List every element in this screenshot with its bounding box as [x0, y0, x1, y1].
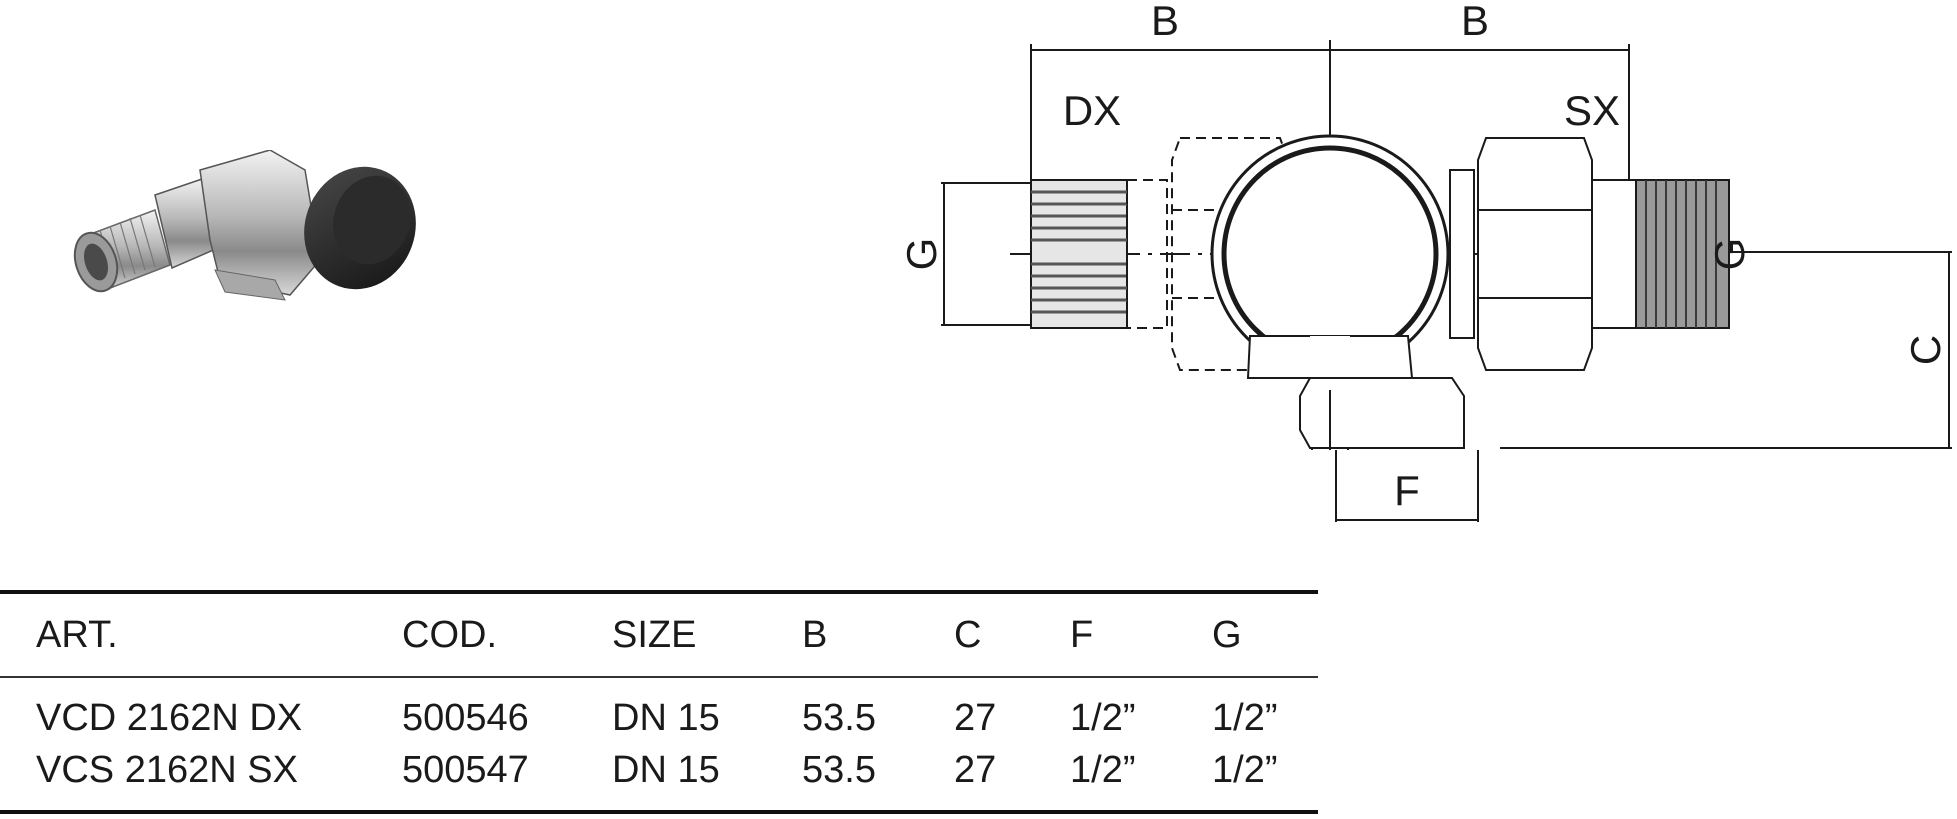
table-header-rule [0, 676, 1318, 678]
table-cell: 1/2” [1212, 749, 1278, 791]
dim-label-b-left: B [1151, 0, 1179, 44]
table-cell: DN 15 [612, 697, 720, 739]
table-bottom-rule [0, 810, 1318, 814]
technical-drawing: B B DX SX G G C F [898, 0, 1952, 522]
table-cell: VCD 2162N DX [36, 697, 303, 739]
label-sx: SX [1564, 87, 1620, 134]
header-g: G [1212, 614, 1242, 656]
header-cod: COD. [402, 614, 497, 656]
dim-label-c: C [1902, 335, 1949, 365]
header-f: F [1070, 614, 1094, 656]
table-cell: 1/2” [1070, 697, 1136, 739]
table-top-rule [0, 590, 1318, 594]
table-cell: 1/2” [1070, 749, 1136, 791]
table-cell: 53.5 [802, 749, 876, 791]
table-cell: 27 [954, 749, 997, 791]
table-cell: VCS 2162N SX [36, 749, 298, 791]
table-cell: 53.5 [802, 697, 876, 739]
label-dx: DX [1063, 87, 1121, 134]
header-b: B [802, 614, 828, 656]
table-cell: 500546 [402, 697, 529, 739]
header-size: SIZE [612, 614, 697, 656]
valve-product-photo [73, 150, 416, 301]
table-cell: 27 [954, 697, 997, 739]
header-c: C [954, 614, 982, 656]
dim-label-g-right: G [1706, 238, 1753, 271]
header-art: ART. [36, 614, 118, 656]
dim-label-b-right: B [1461, 0, 1489, 44]
table-cell: DN 15 [612, 749, 720, 791]
table-cell: 500547 [402, 749, 529, 791]
table-cell: 1/2” [1212, 697, 1278, 739]
dim-label-f: F [1394, 467, 1420, 514]
dim-label-g-left: G [898, 238, 945, 271]
